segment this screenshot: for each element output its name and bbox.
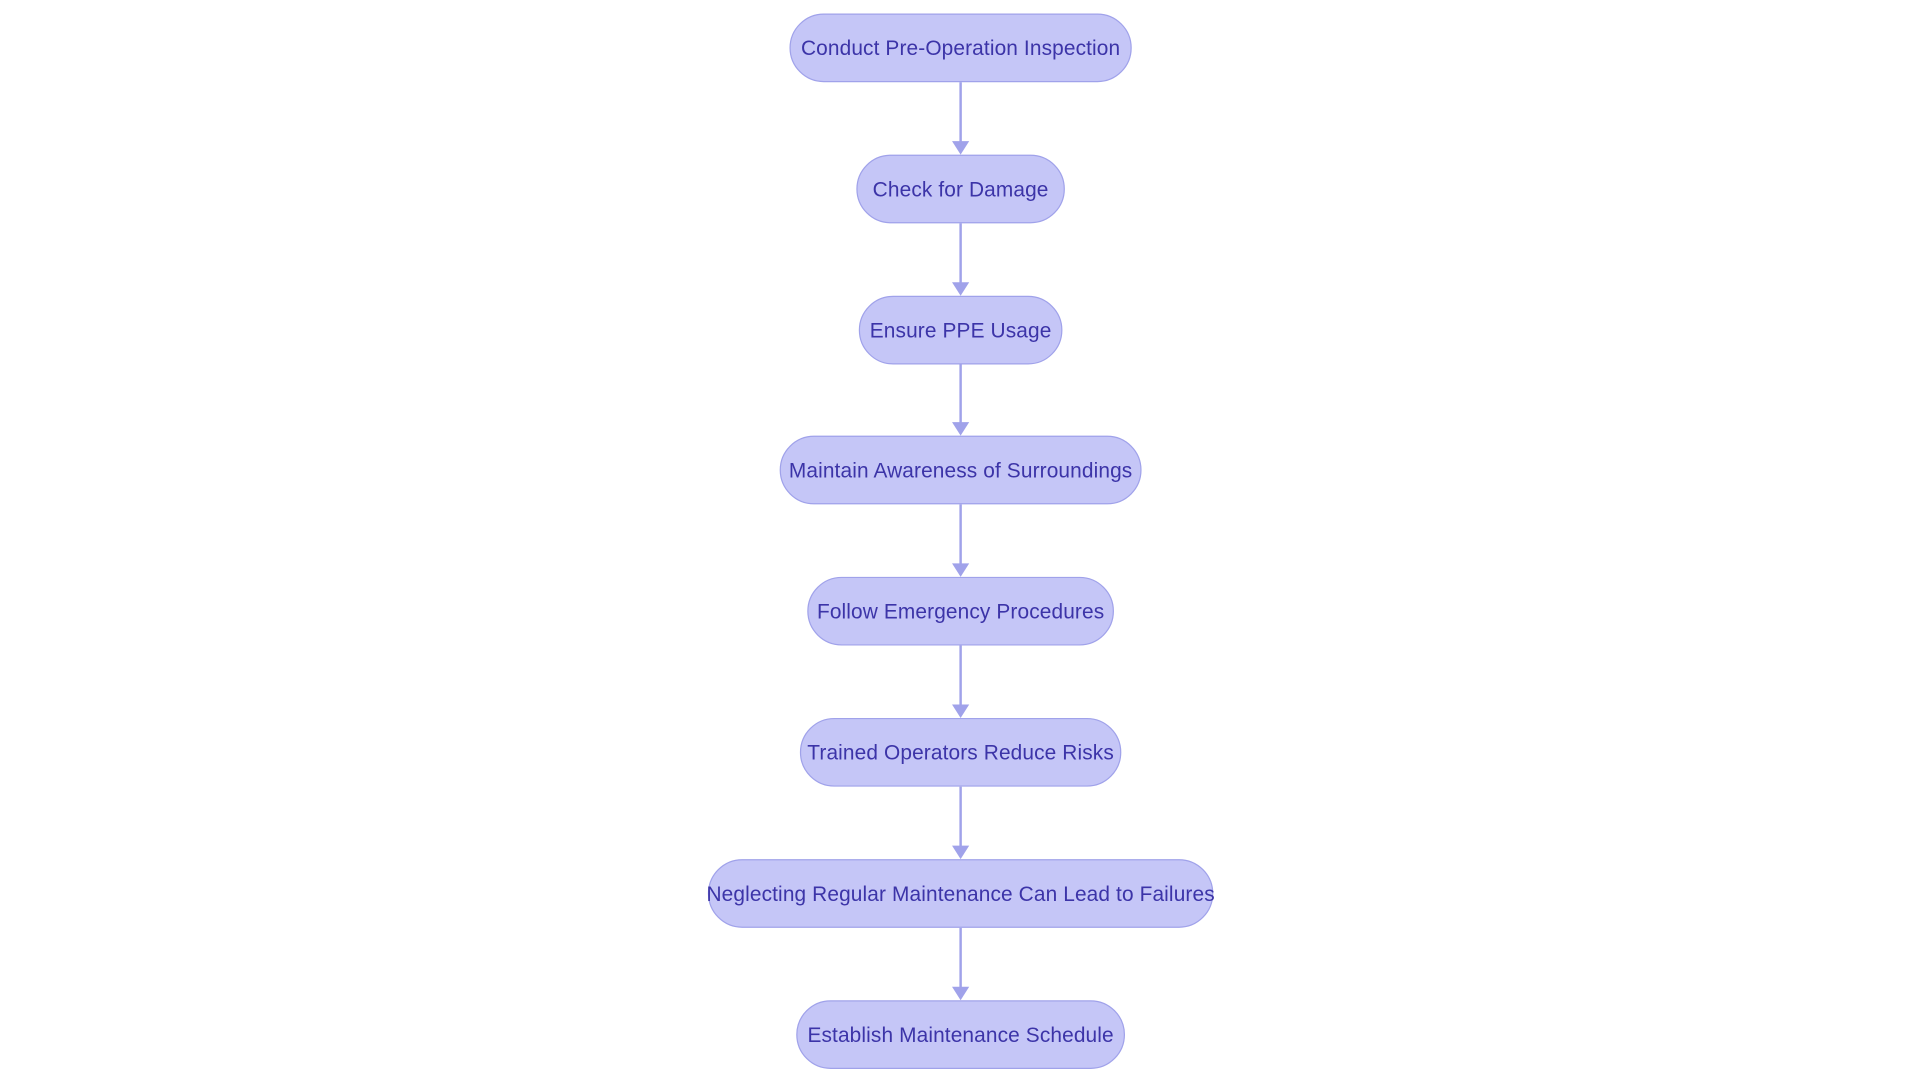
flow-node-check-for-damage[interactable]: Check for Damage xyxy=(856,154,1065,224)
flow-node-label: Ensure PPE Usage xyxy=(869,318,1052,342)
flow-node-ensure-ppe-usage[interactable]: Ensure PPE Usage xyxy=(858,295,1063,365)
flow-node-label: Trained Operators Reduce Risks xyxy=(807,740,1114,764)
flow-node-label: Check for Damage xyxy=(872,177,1049,201)
flow-node-label: Follow Emergency Procedures xyxy=(816,599,1105,623)
flow-node-trained-operators-reduce-risks[interactable]: Trained Operators Reduce Risks xyxy=(799,717,1122,787)
flow-connector-4 xyxy=(952,504,970,577)
flow-connector-1 xyxy=(952,82,970,155)
connector-line xyxy=(959,82,962,143)
arrowhead-down-icon xyxy=(952,422,970,436)
connector-line xyxy=(959,364,962,424)
arrowhead-down-icon xyxy=(952,704,970,718)
flow-node-label: Conduct Pre-Operation Inspection xyxy=(800,36,1121,60)
flow-node-neglecting-regular-maintenance-can-lead-to-failures[interactable]: Neglecting Regular Maintenance Can Lead … xyxy=(706,859,1215,928)
flow-connector-3 xyxy=(952,364,970,436)
flow-node-label: Establish Maintenance Schedule xyxy=(807,1022,1114,1047)
arrowhead-down-icon xyxy=(952,845,970,860)
connector-line xyxy=(959,504,962,565)
flow-connector-7 xyxy=(952,927,970,1001)
arrowhead-down-icon xyxy=(952,141,970,155)
connector-line xyxy=(959,645,962,706)
connector-line xyxy=(959,786,962,847)
arrowhead-down-icon xyxy=(952,563,970,577)
flow-node-conduct-pre-operation-inspection[interactable]: Conduct Pre-Operation Inspection xyxy=(789,13,1132,83)
flow-node-maintain-awareness-of-surroundings[interactable]: Maintain Awareness of Surroundings xyxy=(779,435,1142,505)
arrowhead-down-icon xyxy=(952,282,970,296)
flow-connector-5 xyxy=(952,645,970,718)
arrowhead-down-icon xyxy=(952,986,970,1001)
flow-connector-6 xyxy=(952,786,970,860)
flow-connector-2 xyxy=(952,223,970,296)
flow-node-establish-maintenance-schedule[interactable]: Establish Maintenance Schedule xyxy=(796,1000,1126,1069)
flow-node-follow-emergency-procedures[interactable]: Follow Emergency Procedures xyxy=(807,576,1114,646)
flow-node-label: Maintain Awareness of Surroundings xyxy=(788,458,1133,482)
flow-node-label: Neglecting Regular Maintenance Can Lead … xyxy=(706,881,1215,906)
connector-line xyxy=(959,927,962,988)
connector-line xyxy=(959,223,962,284)
